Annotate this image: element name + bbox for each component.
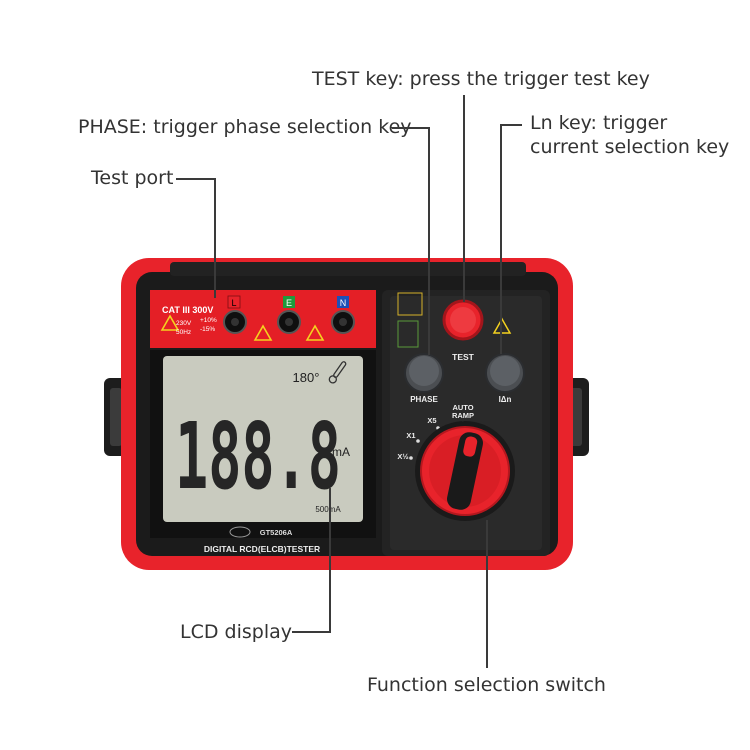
ln-button-label: IΔn — [499, 395, 512, 404]
ln-key-callout-line2: current selection key — [530, 136, 730, 158]
dial-auto-label: AUTO — [452, 403, 473, 412]
lcd-display-leader-h — [292, 631, 331, 633]
lcd-range: 500mA — [315, 505, 341, 514]
ln-key-leader-v — [500, 124, 502, 354]
port-n-label: N — [340, 298, 347, 308]
port-e-label: E — [286, 298, 292, 308]
phase-key-leader-v — [428, 127, 430, 355]
lcd-display — [163, 356, 363, 522]
port-l-tag — [227, 295, 241, 309]
model-label: GT5206A — [260, 528, 293, 537]
brand-logo-icon — [229, 526, 251, 538]
schematic-icon-2 — [397, 320, 419, 348]
test-key-callout: TEST key: press the trigger test key — [312, 68, 650, 90]
phase-key-leader-h — [392, 127, 430, 129]
lcd-display-callout: LCD display — [180, 621, 292, 643]
ln-key-callout-line1: Ln key: trigger — [530, 112, 668, 134]
phase-button-label: PHASE — [410, 395, 438, 404]
warning-icon-4 — [492, 317, 512, 334]
lcd-reading: 188.8 — [175, 403, 341, 510]
schematic-icon-1 — [397, 292, 423, 316]
port-l-label: L — [231, 298, 236, 308]
lcd-phase-angle: 180° — [293, 370, 320, 385]
voltage-label: 230V — [176, 320, 192, 327]
ln-key-callout: Ln key: trigger current selection key — [530, 111, 729, 159]
warning-icon-3 — [305, 324, 325, 341]
warning-icon — [160, 314, 180, 331]
test-port-leader-h — [176, 178, 216, 180]
warning-icon-2 — [253, 324, 273, 341]
phase-key-callout: PHASE: trigger phase selection key — [78, 116, 412, 138]
function-switch-callout: Function selection switch — [367, 674, 606, 696]
lcd-display-leader-v — [329, 488, 331, 633]
function-switch-leader — [486, 520, 488, 668]
frequency-label: 50Hz — [176, 329, 191, 336]
tolerance-minus: -15% — [200, 326, 215, 333]
test-key-leader — [463, 95, 465, 302]
dial-half-label: X½ — [397, 452, 408, 461]
device-title: DIGITAL RCD(ELCB)TESTER — [204, 544, 320, 554]
port-n-tag — [337, 296, 349, 308]
test-port-callout: Test port — [91, 167, 174, 189]
tolerance-plus: +10% — [200, 317, 217, 324]
dial-x1-label: X1 — [406, 431, 415, 440]
test-button-label: TEST — [452, 352, 475, 362]
test-port-leader-v — [214, 178, 216, 298]
dial-x5-label: X5 — [427, 416, 436, 425]
ln-key-leader-h — [500, 124, 522, 126]
thermometer-icon — [328, 361, 347, 384]
dial-ramp-label: RAMP — [452, 411, 474, 420]
rating-label: CAT III 300V — [162, 305, 213, 315]
port-e-tag — [283, 296, 295, 308]
lcd-unit: mA — [332, 445, 350, 459]
